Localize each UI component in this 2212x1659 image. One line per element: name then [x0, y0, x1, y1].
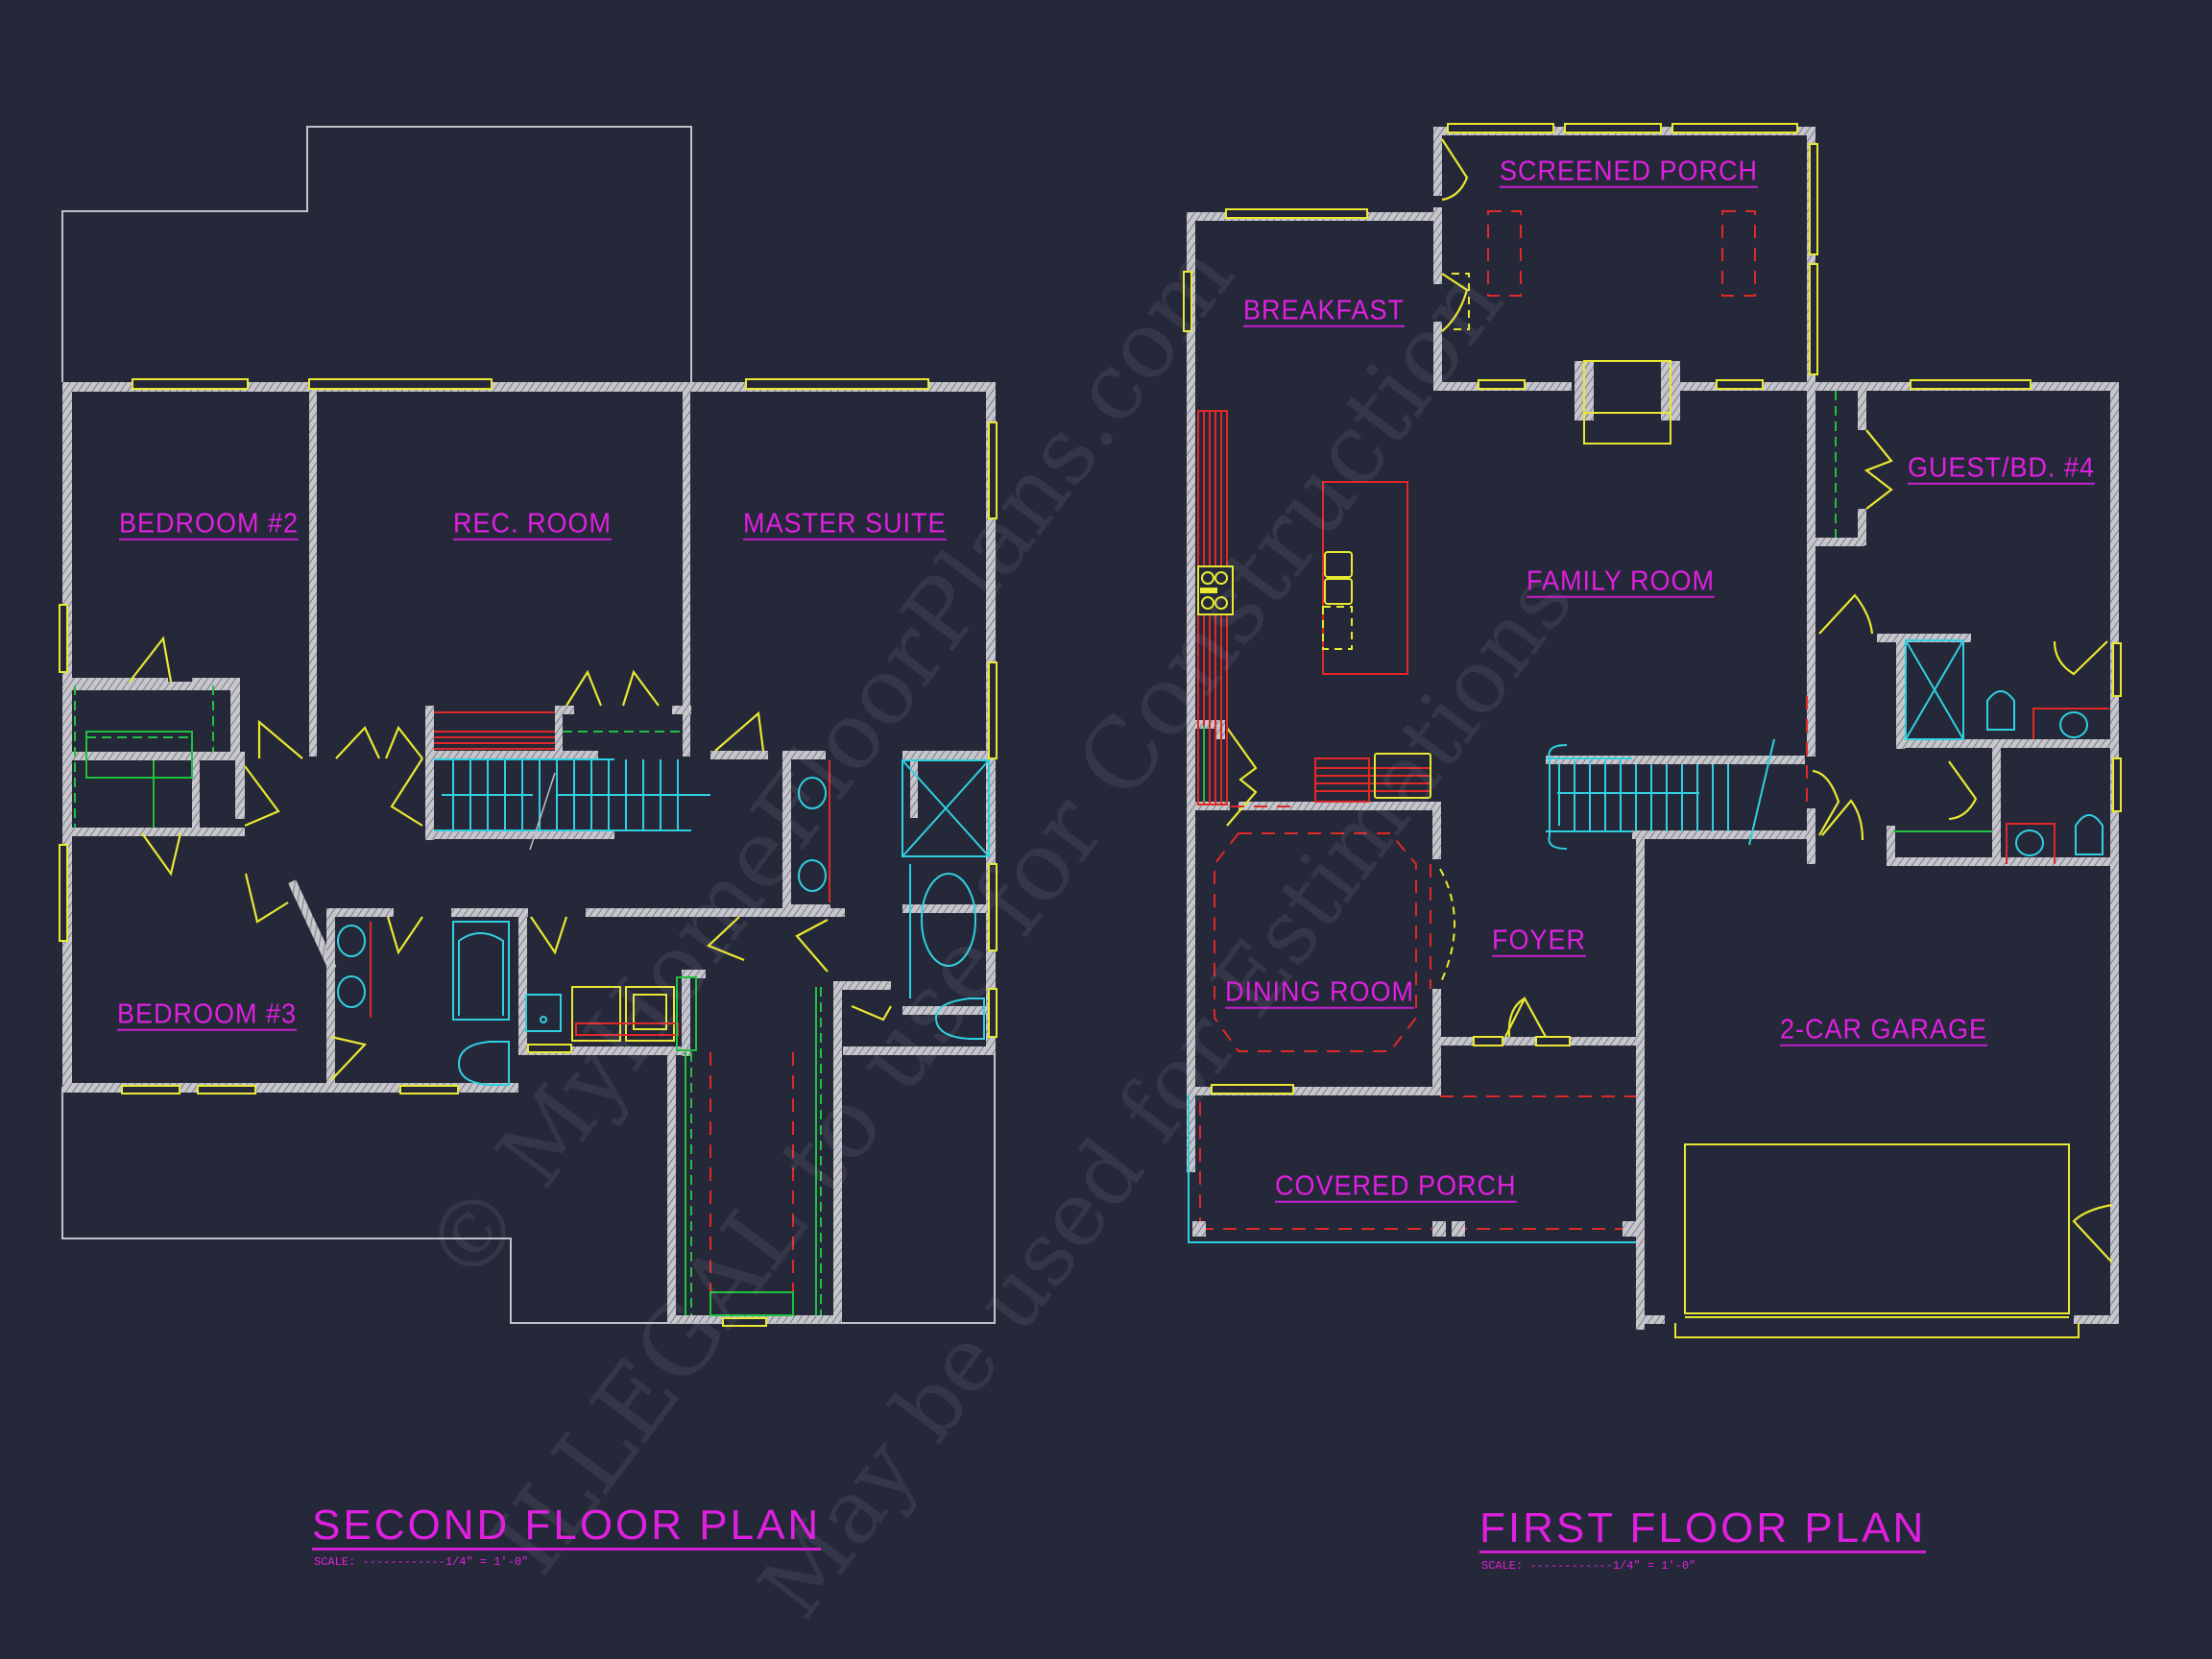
room-label-guest-bd-4: GUEST/BD. #4 [1908, 452, 2096, 485]
room-label-breakfast: BREAKFAST [1243, 295, 1406, 327]
stair-second-floor [434, 711, 710, 851]
second-floor-scale: SCALE: ------------1/4" = 1'-0" [314, 1555, 529, 1569]
room-label-bedroom-2: BEDROOM #2 [119, 508, 300, 541]
room-label-screened-porch: SCREENED PORCH [1500, 156, 1759, 188]
first-floor-plan [1183, 123, 2122, 1338]
exterior-walls [62, 382, 996, 1323]
kitchen [1197, 410, 1431, 807]
closets-second-floor [74, 685, 214, 828]
windows-first-floor [1183, 123, 2122, 1094]
room-label-dining-room: DINING ROOM [1225, 976, 1414, 1009]
fixtures-first-floor [1806, 391, 2109, 864]
second-floor-plan [59, 126, 998, 1327]
room-label-rec-room: REC. ROOM [453, 508, 613, 541]
room-label-2-car-garage: 2-CAR GARAGE [1780, 1014, 1988, 1046]
garage-door [1674, 1143, 2080, 1338]
roof-outline-top [61, 126, 692, 382]
stair-first-floor [1546, 738, 1775, 850]
porch-furniture [1487, 210, 1756, 297]
fixtures-second-floor [337, 759, 990, 1316]
room-label-family-room: FAMILY ROOM [1527, 565, 1716, 598]
room-label-foyer: FOYER [1492, 925, 1587, 957]
room-label-covered-porch: COVERED PORCH [1275, 1170, 1517, 1203]
dining-table [1214, 832, 1417, 1052]
doors-second-floor [129, 636, 892, 1081]
doors-first-floor [1226, 138, 2113, 1263]
room-label-bedroom-3: BEDROOM #3 [117, 998, 298, 1031]
first-floor-title: FIRST FLOOR PLAN [1479, 1504, 1927, 1553]
second-floor-title: SECOND FLOOR PLAN [312, 1502, 822, 1551]
first-floor-scale: SCALE: ------------1/4" = 1'-0" [1481, 1559, 1696, 1573]
covered-porch-structure [1188, 1094, 1636, 1243]
windows-second-floor [59, 378, 998, 1327]
roof-outline-bottom [61, 1046, 996, 1324]
room-label-master-suite: MASTER SUITE [743, 508, 947, 541]
